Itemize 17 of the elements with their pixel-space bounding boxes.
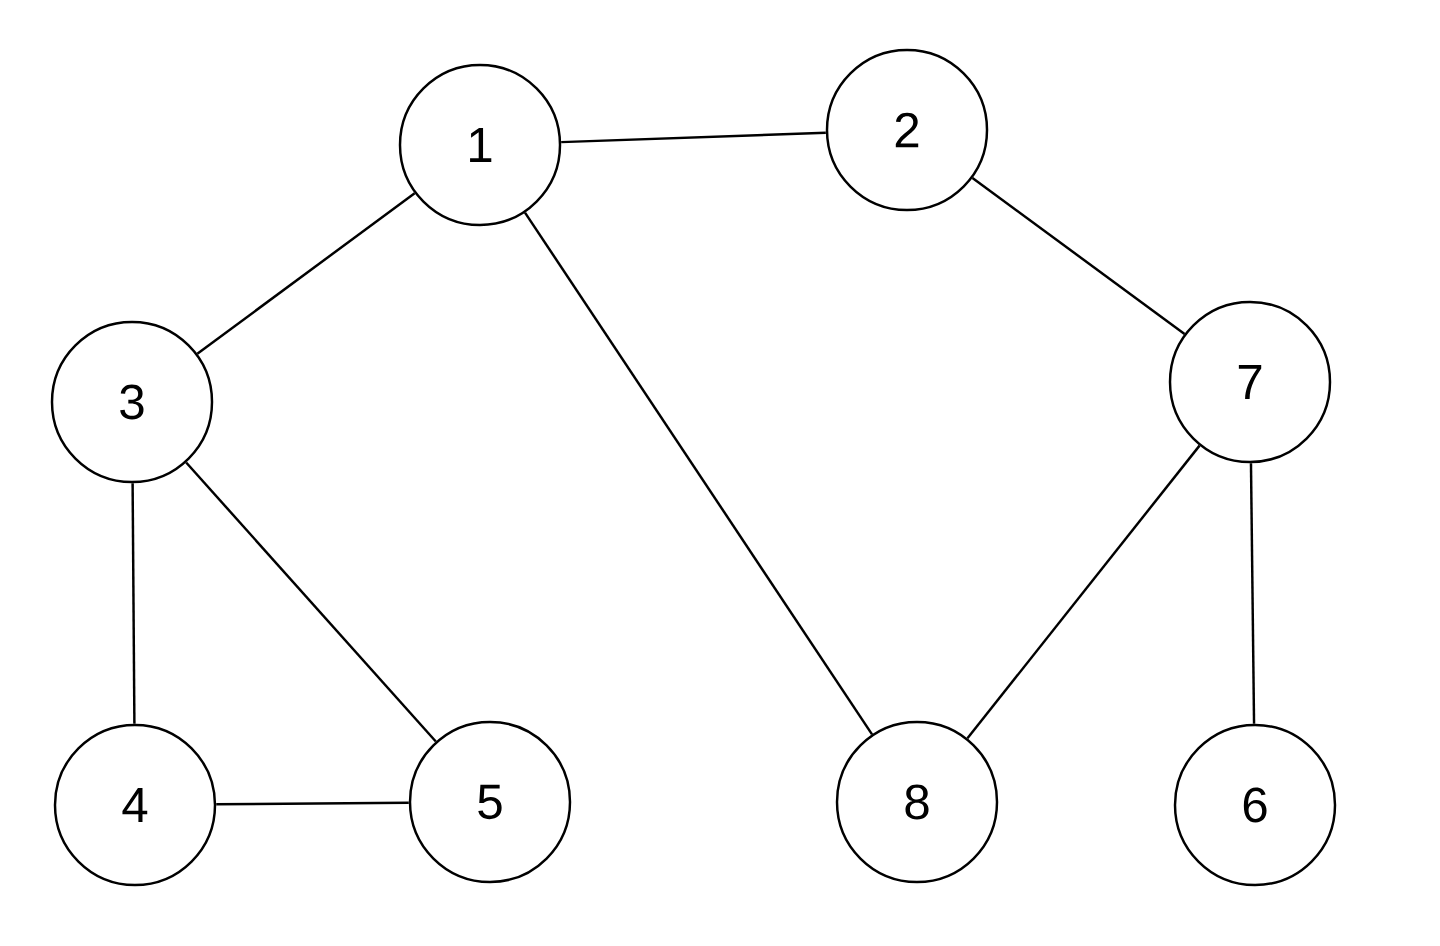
graph-node: 4: [53, 723, 217, 887]
edge-line: [971, 177, 1186, 335]
edge-line: [196, 192, 416, 355]
graph-node: 8: [835, 720, 999, 884]
graph-node: 2: [825, 48, 989, 212]
graph-node: 5: [408, 720, 572, 884]
edge-line: [966, 444, 1201, 740]
edge-line: [185, 461, 437, 743]
edge-line: [216, 801, 409, 806]
graph-node: 6: [1173, 723, 1337, 887]
edge-line: [1249, 463, 1256, 724]
graph-node: 7: [1168, 300, 1332, 464]
edge-line: [523, 211, 874, 736]
graph-node: 3: [50, 320, 214, 484]
graph-node: 1: [398, 63, 562, 227]
edge-line: [131, 483, 136, 724]
edge-line: [561, 131, 826, 144]
